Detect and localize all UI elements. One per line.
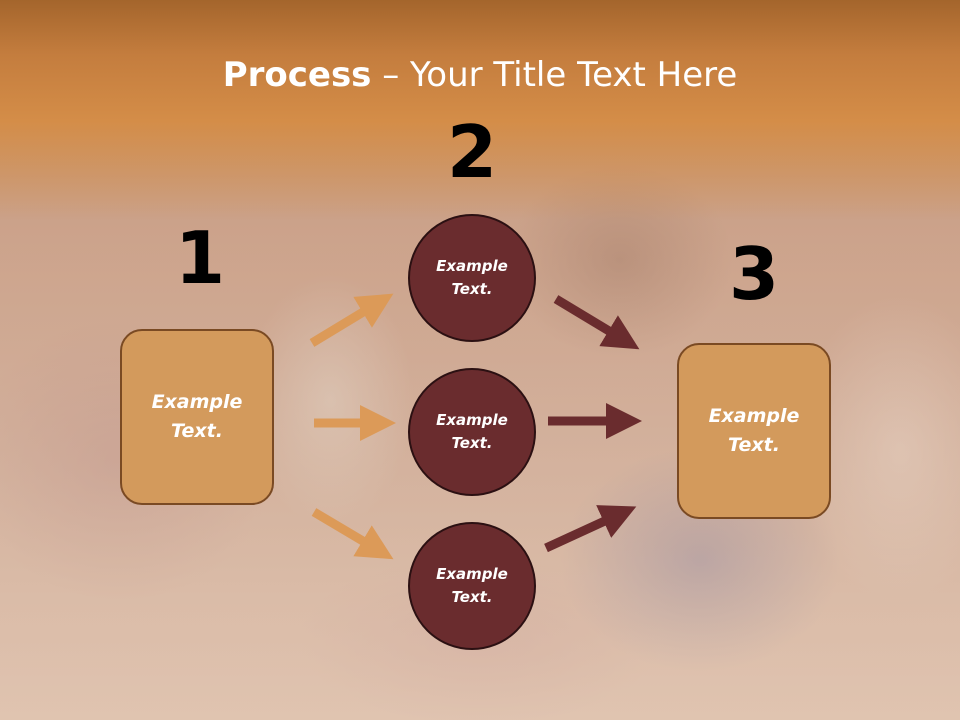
title-rest: – Your Title Text Here: [371, 55, 738, 95]
step-number-3: 3: [728, 232, 780, 316]
header-band: [0, 0, 960, 220]
step-3-box: Example Text.: [677, 343, 831, 519]
step-number-1: 1: [174, 216, 226, 300]
arrow-node-3-to-3: [544, 505, 637, 553]
title-bold: Process: [222, 55, 372, 95]
arrow-1-to-node-1: [309, 293, 394, 347]
step-number-2: 2: [446, 110, 498, 194]
arrow-node-1-to-3: [553, 295, 640, 350]
slide-title: Process – Your Title Text Here: [0, 55, 960, 95]
arrow-1-to-node-3: [311, 508, 394, 560]
node-1-circle: Example Text.: [408, 214, 536, 342]
step-1-box: Example Text.: [120, 329, 274, 505]
node-2-circle: Example Text.: [408, 368, 536, 496]
node-3-circle: Example Text.: [408, 522, 536, 650]
